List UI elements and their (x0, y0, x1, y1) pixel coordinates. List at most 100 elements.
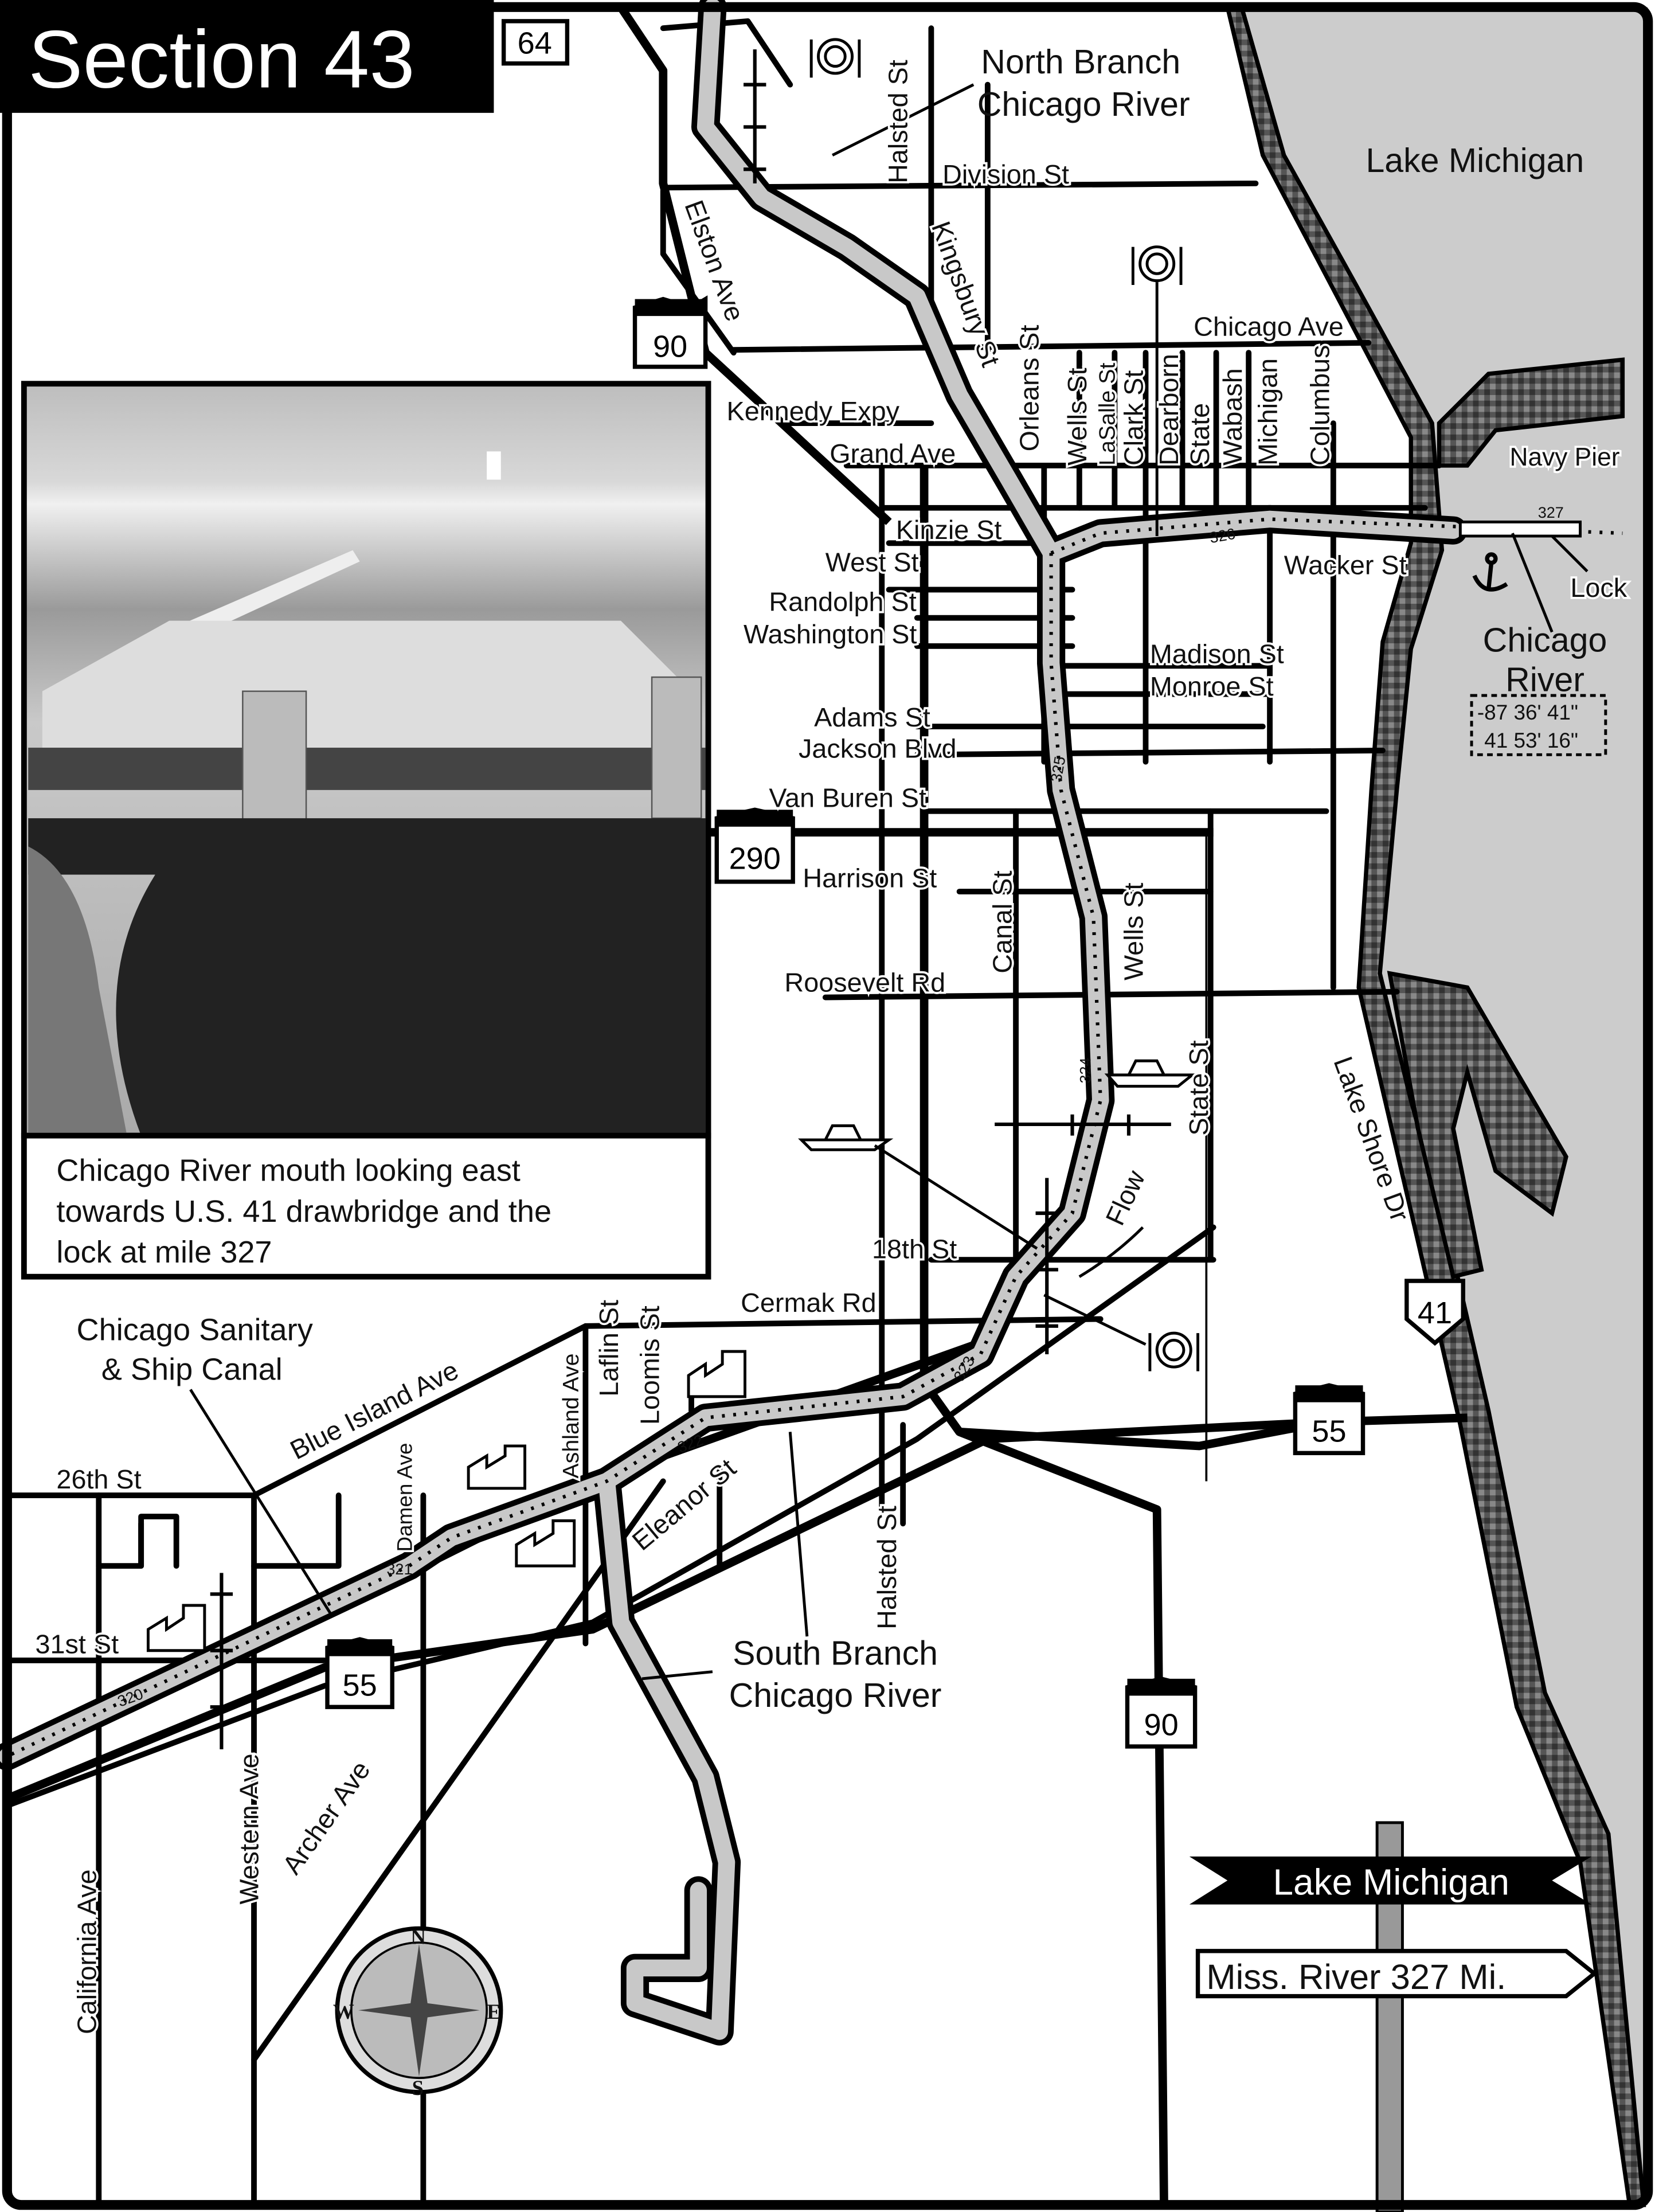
streets (4, 18, 1442, 2208)
factory-icon (146, 1604, 206, 1652)
pointer-lines (189, 83, 1589, 1681)
section-title: Section 43 (28, 14, 415, 105)
label-wells-south: Wells St (1119, 882, 1149, 980)
label-madison: Madison St (1150, 639, 1284, 669)
label-archer: Archer Ave (276, 1756, 375, 1879)
label-state-north: State (1185, 403, 1215, 466)
compass-rose: N S E W (333, 1925, 503, 2100)
label-26th: 26th St (56, 1464, 141, 1494)
north-branch-label-1: North Branch (981, 43, 1180, 81)
label-clark: Clark St (1119, 370, 1149, 466)
factory-icon (515, 1519, 576, 1568)
label-van-buren: Van Buren St (769, 783, 926, 812)
south-branch-label-2: Chicago River (729, 1676, 942, 1714)
photo-caption-line1: Chicago River mouth looking east (56, 1153, 520, 1187)
signpost-banner: Lake Michigan (1273, 1861, 1509, 1902)
label-division: Division St (942, 159, 1069, 189)
interstate-90-shield-south: 90 (1125, 1676, 1198, 1749)
label-adams: Adams St (814, 702, 930, 732)
mile-326: 326 (1208, 525, 1237, 546)
label-washington: Washington St (744, 619, 917, 649)
label-cermak: Cermak Rd (741, 1288, 876, 1318)
chicago-river-label-2: River (1505, 661, 1584, 699)
label-wabash: Wabash (1218, 368, 1247, 466)
label-31st: 31st St (36, 1629, 119, 1659)
label-halsted-south: Halsted St (872, 1506, 902, 1629)
label-blue-island: Blue Island Ave (285, 1355, 463, 1465)
svg-text:90: 90 (653, 330, 687, 364)
navy-pier-label: Navy Pier (1509, 443, 1619, 471)
route-64-shield: 64 (501, 19, 570, 66)
interstate-290-shield: 290 (714, 807, 795, 884)
svg-text:55: 55 (1312, 1414, 1346, 1449)
label-canal: Canal St (988, 870, 1018, 973)
boat-icon (1104, 1059, 1196, 1088)
signpost-arrow: Miss. River 327 Mi. (1206, 1957, 1506, 1997)
restaurant-icon (1131, 245, 1183, 536)
svg-text:64: 64 (518, 26, 552, 61)
svg-text:S: S (412, 2076, 424, 2100)
factory-icon (687, 1350, 746, 1398)
inset-photo (21, 381, 711, 1139)
interstate-90-shield-north: 90 (632, 295, 708, 369)
label-jackson: Jackson Blvd (799, 733, 956, 763)
lake-michigan-label: Lake Michigan (1366, 142, 1584, 179)
harbor-peninsula (1387, 971, 1568, 1280)
label-laflin: Laflin St (594, 1300, 624, 1397)
factory-icon (467, 1444, 527, 1490)
mile-321: 321 (386, 1561, 412, 1578)
photo-caption-box (21, 1132, 711, 1280)
sanitary-canal-label-1: Chicago Sanitary (77, 1312, 313, 1347)
label-orleans: Orleans St (1014, 325, 1044, 452)
river-mile-markers: 320 321 322 323 324 325 326 327 (115, 504, 1564, 1710)
label-monroe: Monroe St (1150, 671, 1274, 701)
label-lasalle: LaSalle St (1094, 362, 1120, 465)
north-branch-label-2: Chicago River (977, 85, 1190, 123)
south-branch-label-1: South Branch (733, 1634, 938, 1672)
svg-text:90: 90 (1144, 1707, 1178, 1742)
svg-text:290: 290 (729, 842, 781, 876)
label-michigan: Michigan (1253, 358, 1282, 466)
label-western: Western Ave (234, 1753, 264, 1904)
label-randolph: Randolph St (769, 587, 916, 616)
label-wells-north: Wells St (1062, 368, 1092, 466)
svg-text:41: 41 (1418, 1296, 1452, 1330)
label-loomis: Loomis St (635, 1306, 664, 1425)
label-columbus: Columbus (1305, 345, 1335, 466)
label-california: California Ave (72, 1869, 101, 2034)
label-grand: Grand Ave (830, 439, 956, 468)
mile-324: 324 (1077, 1057, 1094, 1083)
svg-text:N: N (410, 1925, 426, 1949)
label-state-south: State St (1184, 1040, 1214, 1135)
railroads (210, 49, 1171, 1749)
label-roosevelt: Roosevelt Rd (784, 968, 945, 998)
anchor-icon (1472, 552, 1508, 592)
photo-caption-line3: lock at mile 327 (56, 1235, 272, 1269)
signpost: Lake Michigan Miss. River 327 Mi. (1189, 1821, 1598, 2212)
label-kennedy: Kennedy Expy (727, 396, 900, 426)
svg-text:E: E (487, 2000, 501, 2023)
interstate-55-shield-east: 55 (1293, 1383, 1366, 1455)
chicago-river-label-1: Chicago (1483, 622, 1607, 659)
label-dearborn: Dearborn (1154, 354, 1184, 466)
latitude: 41 53' 16" (1484, 729, 1578, 752)
mile-327: 327 (1538, 504, 1564, 521)
sanitary-canal-label-2: & Ship Canal (101, 1352, 283, 1386)
label-kinzie: Kinzie St (896, 515, 1002, 545)
restaurant-icon (1043, 1293, 1200, 1371)
photo-caption-line2: towards U.S. 41 drawbridge and the (56, 1194, 551, 1229)
restaurant-icon (809, 38, 861, 78)
svg-text:55: 55 (342, 1668, 377, 1702)
us-41-shield: 41 (1404, 1279, 1465, 1346)
lock-label: Lock (1570, 573, 1627, 603)
boat-icon (798, 1124, 1038, 1250)
flow-label: Flow (1100, 1166, 1151, 1230)
interstate-55-shield-west: 55 (325, 1637, 394, 1709)
label-chicago-ave: Chicago Ave (1194, 312, 1344, 342)
svg-text:W: W (333, 2000, 354, 2023)
label-harrison: Harrison St (803, 863, 937, 893)
label-18th: 18th St (872, 1234, 957, 1264)
label-west: West St (825, 547, 919, 577)
label-halsted-north: Halsted St (883, 60, 913, 183)
